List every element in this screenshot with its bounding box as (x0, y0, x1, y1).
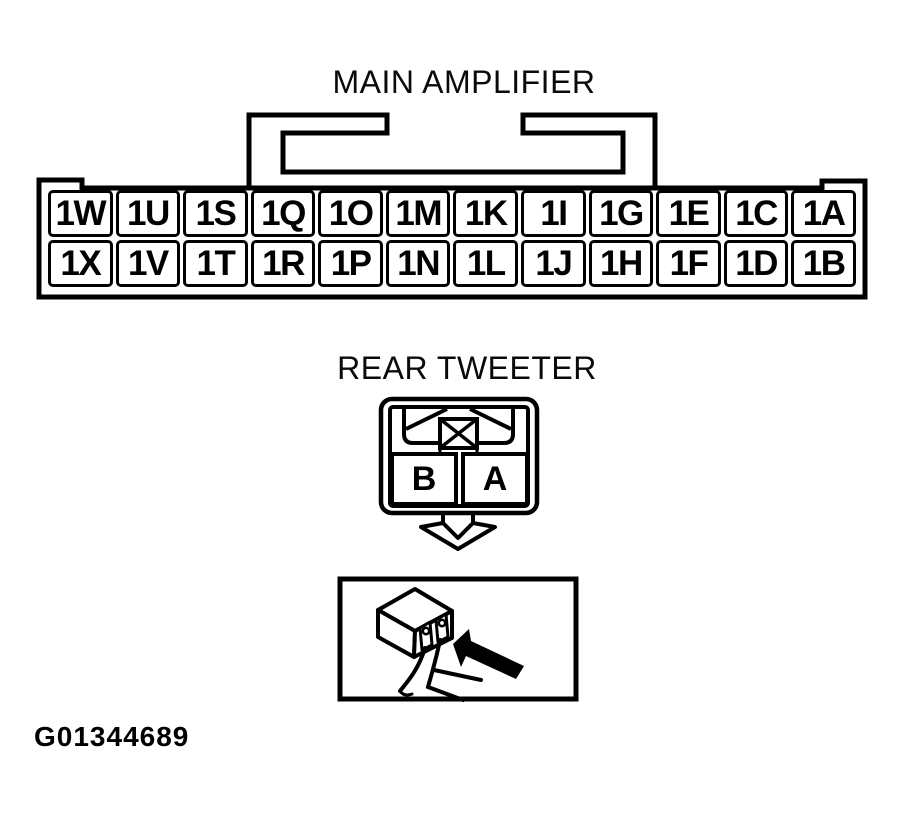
tweeter-latch-right-shoulder (477, 409, 515, 445)
pin-cell: 1G (588, 190, 654, 237)
connector-photo-box (337, 576, 579, 702)
pin-cell: 1I (521, 190, 586, 237)
tweeter-latch-left-shoulder (402, 409, 440, 445)
main-amplifier-pin-grid: 1W 1U 1S 1Q 1O 1M 1K 1I 1G 1E 1C 1A 1X 1… (48, 190, 856, 287)
pin-label: 1K (464, 194, 508, 233)
pin-cell-a: A (461, 452, 529, 506)
pin-label: 1P (330, 244, 372, 283)
pin-label: 1H (600, 244, 643, 283)
pin-label: 1C (735, 194, 778, 233)
pin-cell: 1W (48, 190, 113, 237)
pin-label: 1O (328, 194, 374, 233)
pin-cell: 1M (385, 190, 451, 237)
pin-cell: 1R (250, 240, 316, 287)
pin-label: 1D (735, 244, 778, 283)
connector-3d-illustration (376, 587, 524, 702)
pin-cell-b: B (390, 452, 458, 506)
pin-cell: 1X (48, 240, 113, 287)
crossed-box-latch (438, 417, 479, 453)
pin-cell: 1D (723, 240, 789, 287)
pin-cell: 1J (521, 240, 586, 287)
connector-latch-bracket (246, 112, 658, 188)
pointer-arrow-icon (453, 629, 524, 679)
pin-cell: 1A (791, 190, 856, 237)
pin-label: 1U (126, 194, 170, 233)
pin-label: 1J (535, 244, 572, 283)
tweeter-latch-right-diagonal (469, 407, 512, 431)
main-amplifier-housing (36, 177, 868, 300)
pin-label: 1N (397, 244, 440, 283)
pin-label: 1L (466, 244, 506, 283)
pin-label: 1B (802, 244, 846, 283)
pin-cell: 1S (183, 190, 248, 237)
pin-row-top: 1W 1U 1S 1Q 1O 1M 1K 1I 1G 1E 1C 1A (48, 190, 856, 237)
pin-cell: 1O (318, 190, 383, 237)
pin-label: 1W (55, 194, 107, 233)
pin-cell: 1T (183, 240, 248, 287)
rear-tweeter-title: REAR TWEETER (337, 350, 597, 386)
pin-label: 1V (127, 244, 169, 283)
pin-cell: 1K (453, 190, 519, 237)
pin-cell: 1E (656, 190, 721, 237)
pin-cell: 1V (115, 240, 181, 287)
pin-label: 1S (195, 194, 237, 233)
terminal-cavities (418, 612, 450, 652)
pin-cell: 1F (656, 240, 721, 287)
pin-label: 1T (196, 244, 236, 283)
pin-label: 1A (802, 194, 846, 233)
pin-cell: 1U (115, 190, 181, 237)
pin-cell: 1P (318, 240, 383, 287)
tweeter-latch-left-diagonal (405, 407, 448, 431)
main-amplifier-connector-drawing (36, 112, 868, 300)
pin-cell: 1N (385, 240, 451, 287)
pin-label: 1F (669, 244, 709, 283)
down-arrow-icon (419, 513, 497, 551)
pin-row-bottom: 1X 1V 1T 1R 1P 1N 1L 1J 1H 1F 1D 1B (48, 240, 856, 287)
pin-label: 1M (395, 194, 442, 233)
connector-wires (398, 638, 483, 702)
pin-cell: 1C (723, 190, 789, 237)
figure-id: G01344689 (34, 721, 190, 752)
rear-tweeter-pin-cells: B A (390, 452, 529, 506)
pin-label: 1Q (261, 194, 306, 233)
pin-cell: 1Q (250, 190, 316, 237)
main-amplifier-title: MAIN AMPLIFIER (332, 64, 596, 100)
pin-cell: 1B (791, 240, 856, 287)
pin-label: 1G (599, 194, 644, 233)
pin-label: 1I (540, 194, 568, 233)
pin-label: 1R (262, 244, 305, 283)
pin-cell: 1H (588, 240, 654, 287)
pin-label: 1E (668, 194, 710, 233)
pin-label: 1X (60, 244, 101, 283)
pin-cell: 1L (453, 240, 519, 287)
